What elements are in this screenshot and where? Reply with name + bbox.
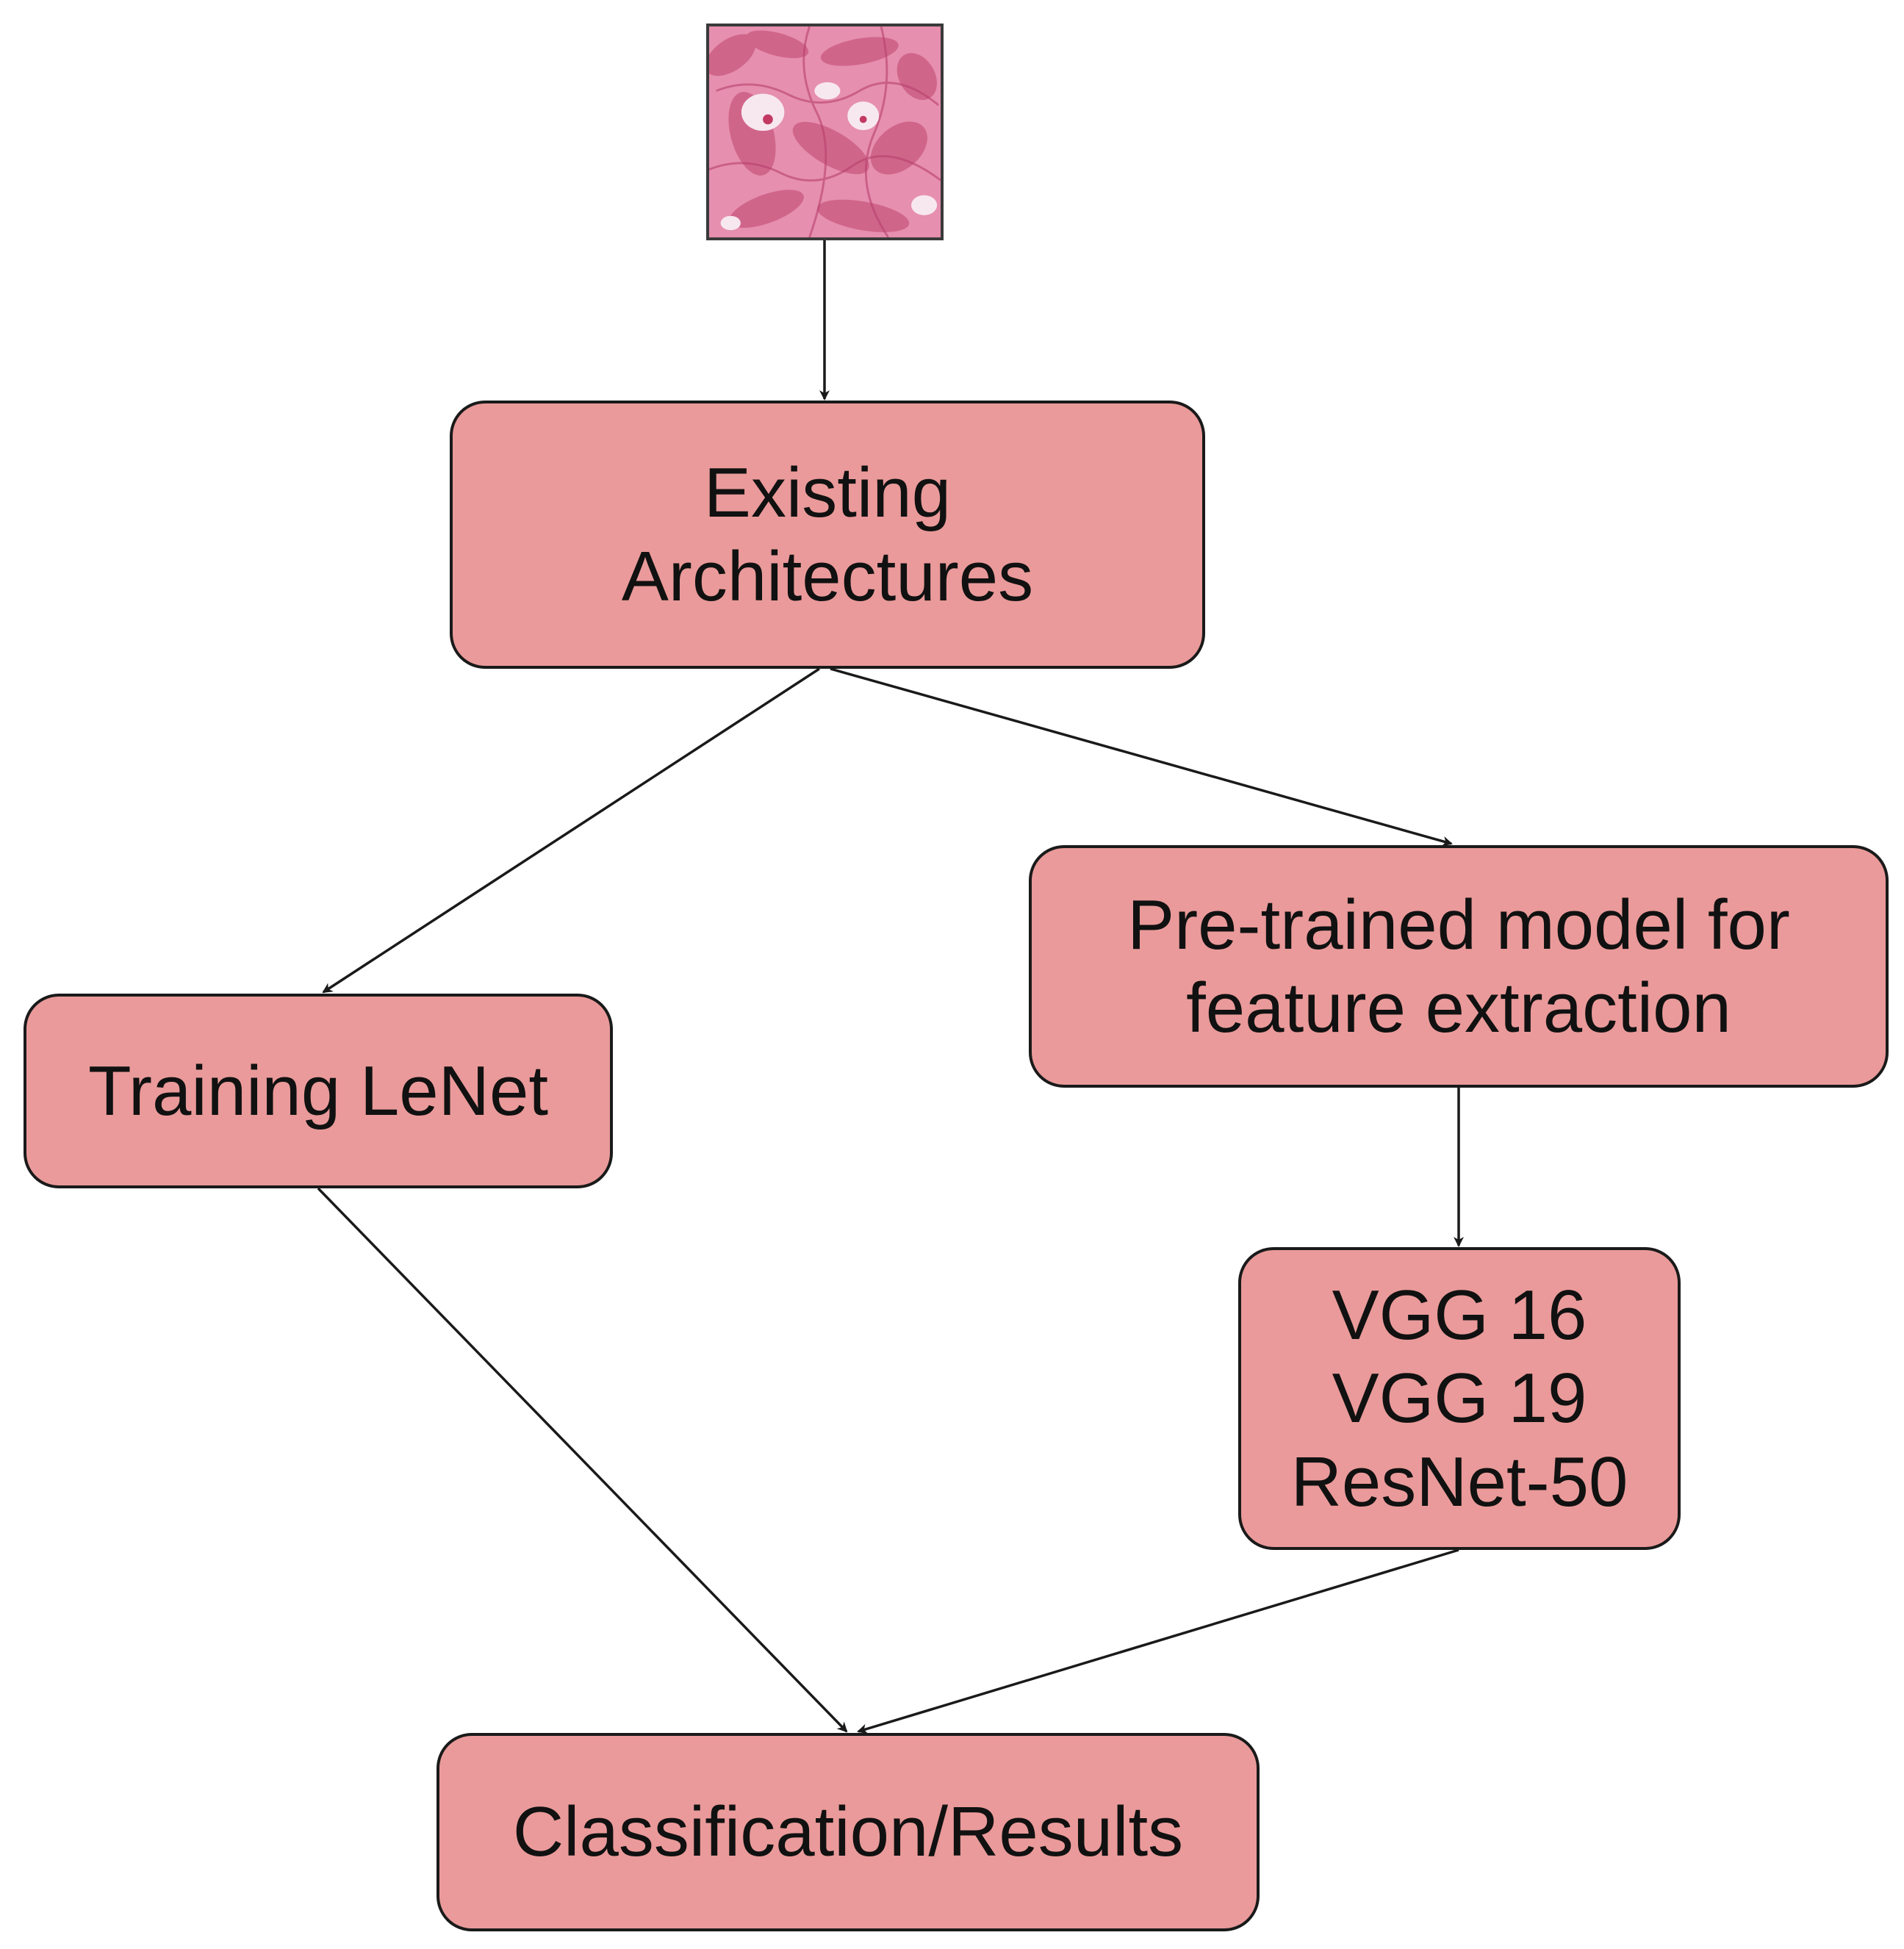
node-existing-architectures-label: Existing Architectures	[621, 453, 1034, 616]
node-existing-architectures: Existing Architectures	[450, 401, 1205, 669]
edge-existing-to-pretrained	[830, 667, 1453, 847]
node-classification-results-label: Classification/Results	[512, 1792, 1184, 1872]
edge-lenet-to-results	[317, 1187, 848, 1733]
edge-models-to-results	[857, 1548, 1459, 1734]
histology-tissue-image	[706, 24, 944, 240]
node-model-list: VGG 16 VGG 19 ResNet-50	[1238, 1247, 1681, 1550]
node-pretrained-model-label: Pre-trained model for feature extraction	[1127, 885, 1790, 1047]
node-classification-results: Classification/Results	[437, 1733, 1260, 1931]
node-training-lenet: Training LeNet	[24, 994, 613, 1188]
node-training-lenet-label: Training LeNet	[87, 1051, 549, 1130]
edge-existing-to-lenet	[322, 667, 820, 994]
node-pretrained-model: Pre-trained model for feature extraction	[1029, 845, 1889, 1088]
node-model-list-label: VGG 16 VGG 19 ResNet-50	[1290, 1276, 1628, 1521]
